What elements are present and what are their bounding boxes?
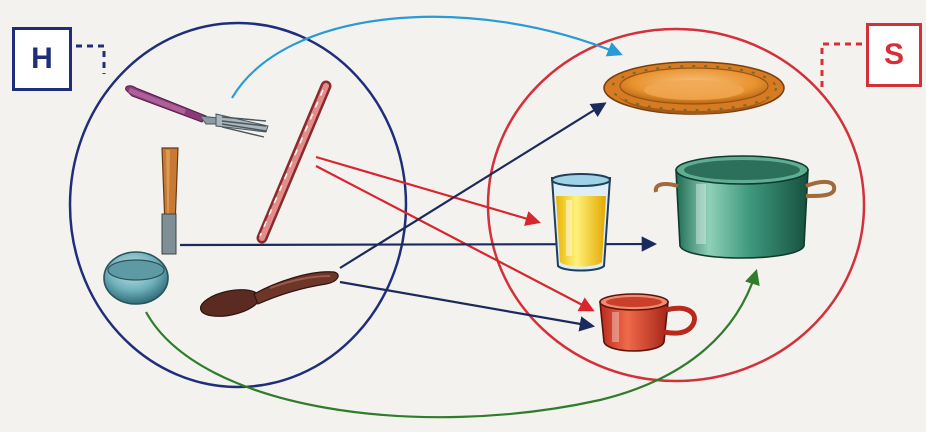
cooking-pot-icon xyxy=(656,156,834,258)
cup-icon xyxy=(600,294,694,351)
set-h-circle xyxy=(70,23,406,387)
set-h-label: H xyxy=(12,27,72,91)
ladle-icon xyxy=(104,148,178,304)
arrow-fork-to-plate xyxy=(232,17,620,98)
plate-icon xyxy=(604,62,784,114)
label-h-connector xyxy=(76,46,104,74)
glass-of-juice-icon xyxy=(552,174,610,271)
set-s-label: S xyxy=(866,23,922,87)
spoon-icon xyxy=(198,272,338,321)
label-s-connector xyxy=(822,44,862,88)
drinking-straw-icon xyxy=(260,86,326,238)
fork-icon xyxy=(126,86,268,137)
arrow-straw-to-cup xyxy=(316,166,592,310)
